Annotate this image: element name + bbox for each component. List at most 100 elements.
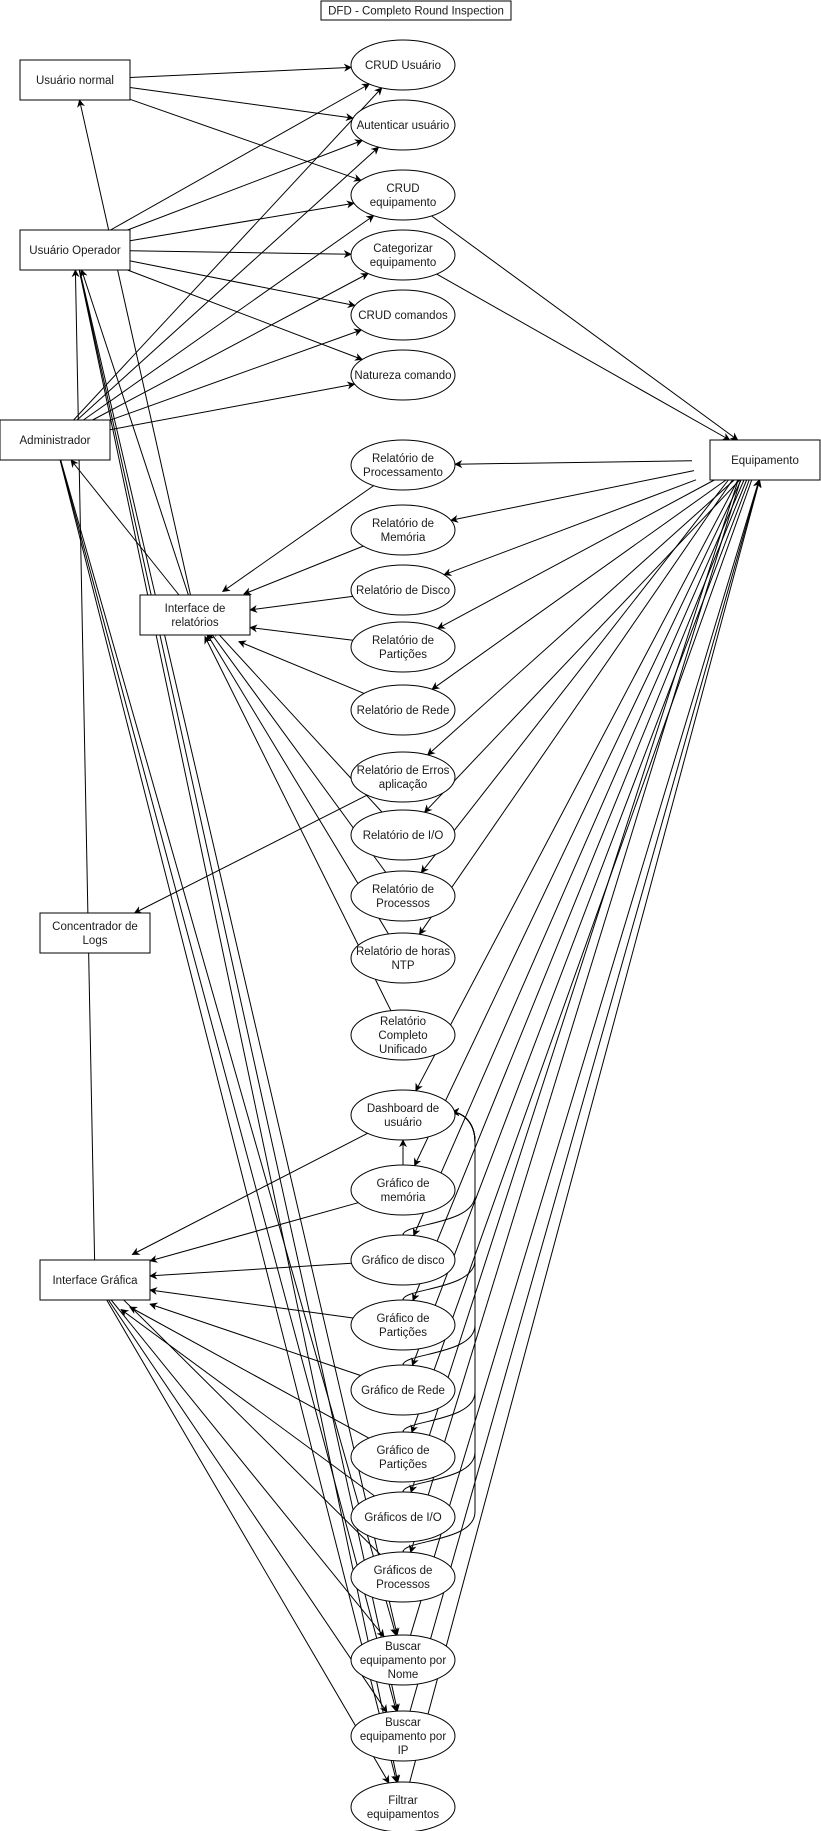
- entity-usuario-normal[interactable]: Usuário normal: [19, 59, 131, 101]
- process-autenticar-usuario[interactable]: Autenticar usuário: [350, 99, 456, 151]
- process-graf-rede[interactable]: Gráfico de Rede: [350, 1364, 456, 1416]
- process-ellipse: [350, 932, 456, 984]
- edge-equipamento-to-rel-memoria: [450, 470, 695, 523]
- edge-graf-io-to-interface-grafica: [120, 1309, 375, 1497]
- entity-usuario-operador[interactable]: Usuário Operador: [19, 229, 131, 271]
- node-label-line: Categorizar: [373, 243, 433, 255]
- entity-administrador[interactable]: Administrador: [0, 419, 111, 461]
- node-label-line: CRUD: [386, 183, 419, 195]
- node-label-line: relatórios: [171, 617, 219, 629]
- entity-interface-relatorios[interactable]: Interface de relatórios: [139, 594, 251, 636]
- node-label-line: Gráfico de disco: [361, 1255, 444, 1267]
- edge-interface-grafica-to-buscar-ip: [108, 1299, 388, 1713]
- edge-usuario-operador-to-natureza-comando: [127, 269, 363, 361]
- edge-interface-grafica-to-buscar-nome: [110, 1299, 385, 1638]
- node-label-line: Gráficos de I/O: [364, 1512, 441, 1524]
- process-graf-disco[interactable]: Gráfico de disco: [350, 1234, 456, 1286]
- edge-equipamento-to-graf-processos: [408, 479, 741, 1554]
- process-ellipse: [350, 1551, 456, 1603]
- process-ellipse: [350, 1234, 456, 1286]
- edge-equipamento-to-rel-rede: [431, 479, 727, 690]
- edge-equipamento-to-rel-erros: [427, 479, 735, 756]
- edge-equipamento-to-dashboard: [415, 479, 739, 1092]
- node-label-line: Interface de: [165, 603, 226, 615]
- edge-buscar-ip-to-equipamento: [409, 479, 762, 1712]
- entity-interface-grafica[interactable]: Interface Gráfica: [39, 1259, 151, 1301]
- node-label-line: Gráfico de: [376, 1313, 429, 1325]
- process-filtrar[interactable]: Filtrar equipamentos: [350, 1781, 456, 1831]
- entity-equipamento[interactable]: Equipamento: [709, 439, 821, 481]
- node-label-line: Relatório: [380, 1016, 426, 1028]
- edge-usuario-operador-to-buscar-nome: [79, 269, 400, 1636]
- edge-administrador-to-buscar-nome: [60, 459, 398, 1636]
- edge-administrador-to-crud-usuario: [73, 87, 383, 421]
- process-rel-disco[interactable]: Relatório de Disco: [350, 564, 456, 616]
- node-label-line: Dashboard de: [367, 1103, 439, 1115]
- node-label-line: Logs: [83, 935, 108, 947]
- process-ellipse: [350, 1009, 456, 1061]
- process-ellipse: [350, 1634, 456, 1686]
- node-label-line: Memória: [381, 532, 426, 544]
- node-label-line: Gráfico de Rede: [361, 1385, 445, 1397]
- process-ellipse: [350, 349, 456, 401]
- entity-box: [139, 594, 251, 636]
- process-ellipse: [350, 1491, 456, 1543]
- process-natureza-comando[interactable]: Natureza comando: [350, 349, 456, 401]
- edge-usuario-normal-to-crud-usuario: [129, 63, 352, 78]
- edge-equipamento-to-rel-disco: [443, 479, 697, 576]
- edge-interface-relatorios-to-usuario-normal: [77, 99, 191, 596]
- node-label-line: Administrador: [20, 435, 91, 447]
- edge-usuario-operador-to-categorizar-equipamento: [129, 250, 352, 259]
- node-label-line: Filtrar: [388, 1795, 418, 1807]
- process-ellipse: [350, 1364, 456, 1416]
- entity-box: [39, 912, 151, 954]
- process-rel-io[interactable]: Relatório de I/O: [350, 809, 456, 861]
- node-label-line: Processos: [376, 1579, 430, 1591]
- edge-equipamento-to-rel-processamento: [454, 460, 693, 469]
- node-label-line: Processamento: [363, 467, 443, 479]
- process-graf-particoes-1[interactable]: Gráfico de Partições: [350, 1299, 456, 1351]
- process-graf-io[interactable]: Gráficos de I/O: [350, 1491, 456, 1543]
- edge-administrador-to-filtrar: [59, 459, 399, 1783]
- edge-rel-memoria-to-interface-relatorios: [243, 545, 364, 596]
- edge-usuario-normal-to-crud-equipamento: [129, 98, 362, 182]
- process-ellipse: [350, 1299, 456, 1351]
- edge-equipamento-to-rel-processos: [420, 479, 729, 874]
- edge-interface-relatorios-to-usuario-operador: [80, 269, 189, 596]
- edge-graf-rede-to-interface-grafica: [149, 1302, 361, 1376]
- edge-equipamento-to-graf-disco: [412, 479, 745, 1237]
- process-rel-memoria[interactable]: Relatório de Memória: [350, 504, 456, 556]
- process-ellipse: [350, 684, 456, 736]
- node-label-line: Natureza comando: [354, 370, 451, 382]
- node-label-line: Relatório de Disco: [356, 585, 450, 597]
- process-crud-comandos[interactable]: CRUD comandos: [350, 289, 456, 341]
- node-label-line: memória: [381, 1192, 426, 1204]
- node-label-line: Usuário Operador: [29, 245, 121, 257]
- process-ellipse: [350, 1089, 456, 1141]
- edge-rel-disco-to-interface-relatorios: [249, 595, 353, 613]
- node-label-line: Equipamento: [731, 455, 799, 467]
- process-ellipse: [350, 504, 456, 556]
- node-label-line: Partições: [379, 1327, 427, 1339]
- node-label-line: equipamentos: [367, 1809, 439, 1821]
- process-rel-rede[interactable]: Relatório de Rede: [350, 684, 456, 736]
- process-crud-usuario[interactable]: CRUD Usuário: [350, 39, 456, 91]
- edge-categorizar-equipamento-to-equipamento: [436, 273, 731, 441]
- node-label-line: Relatório de: [372, 518, 434, 530]
